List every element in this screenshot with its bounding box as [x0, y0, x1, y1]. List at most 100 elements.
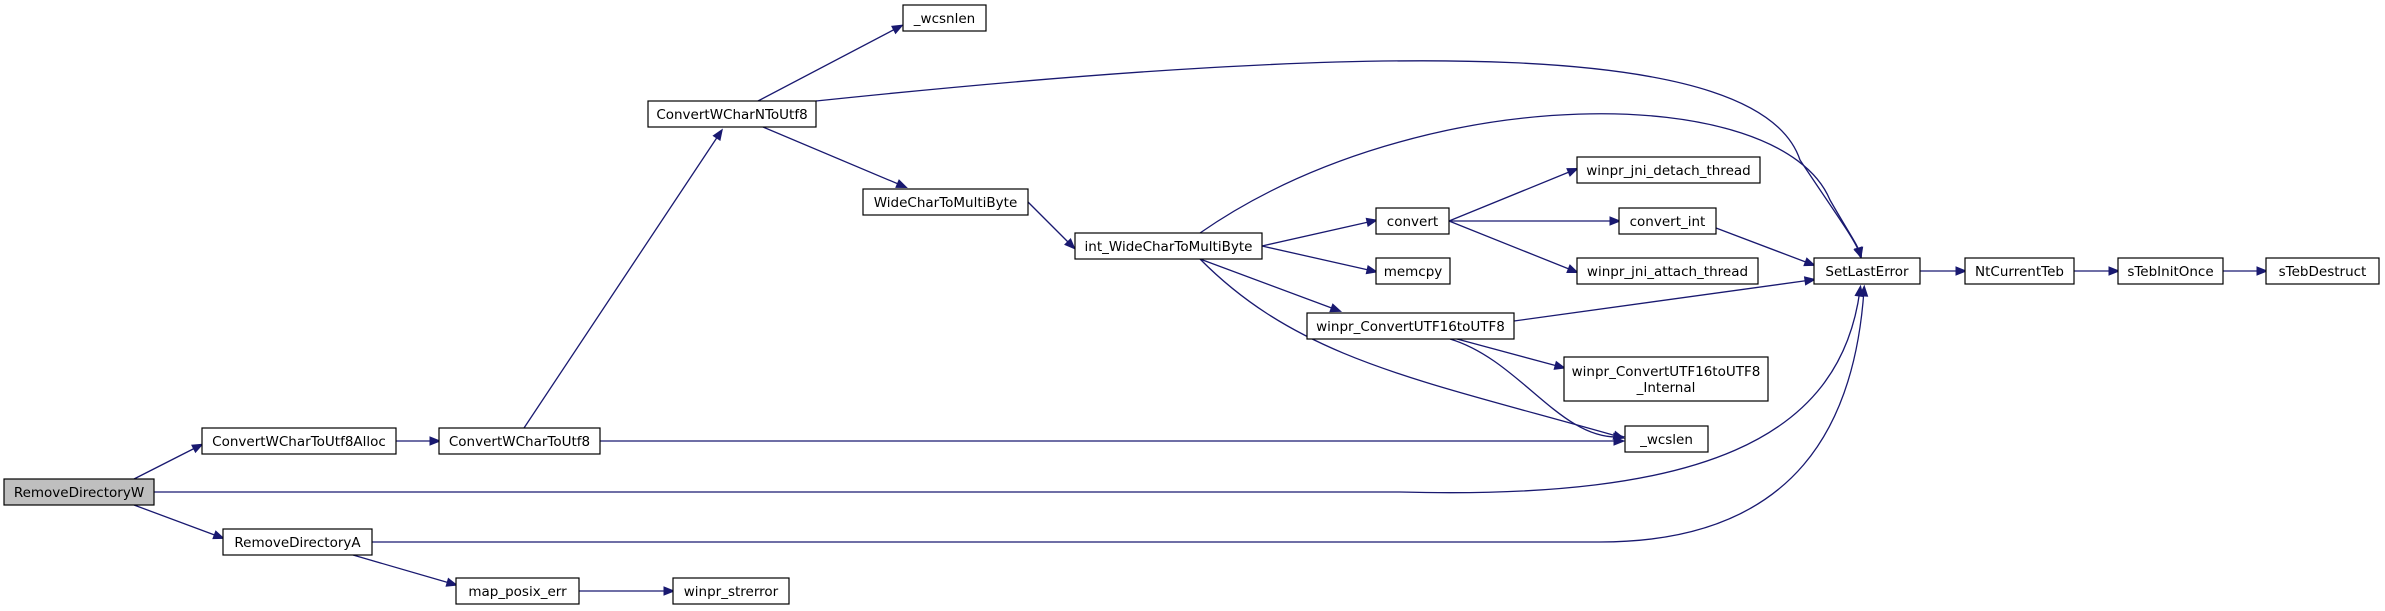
edge-int_WideCharToMultiByte-to-_wcslen: [1199, 258, 1626, 440]
node-box: [1375, 207, 1450, 235]
node-box: [3, 478, 155, 506]
edge-line: [1027, 201, 1073, 247]
arrowhead: [1553, 360, 1567, 370]
node-box: [1624, 425, 1709, 453]
node-label: ConvertWCharToUtf8: [449, 434, 590, 450]
edge-ConvertWCharNToUtf8-to-WideCharToMultiByte: [762, 126, 908, 189]
node-convert_int[interactable]: convert_int: [1618, 207, 1717, 235]
node-winpr_strerror[interactable]: winpr_strerror: [672, 577, 790, 605]
node-sTebDestruct[interactable]: sTebDestruct: [2265, 257, 2380, 285]
edge-int_WideCharToMultiByte-to-memcpy: [1261, 245, 1379, 275]
arrowhead: [1613, 432, 1626, 443]
edge-map_posix_err-to-winpr_strerror: [579, 586, 676, 596]
node-label: winpr_strerror: [684, 584, 779, 600]
edge-line: [815, 60, 1861, 255]
arrowhead: [1365, 217, 1379, 228]
edge-SetLastError-to-NtCurrentTeb: [1920, 266, 1968, 276]
edge-convert_int-to-SetLastError: [1715, 227, 1816, 267]
edge-sTebInitOnce-to-sTebDestruct: [2223, 266, 2269, 276]
node-box: [1563, 356, 1769, 402]
node-label: _wcslen: [1639, 432, 1693, 448]
edge-int_WideCharToMultiByte-to-convert: [1261, 217, 1379, 247]
edge-ConvertWCharToUtf8-to-ConvertWCharNToUtf8: [523, 128, 723, 429]
edge-line: [757, 26, 900, 102]
node-ConvertWCharToUtf8Alloc[interactable]: ConvertWCharToUtf8Alloc: [201, 427, 397, 455]
edge-line: [762, 126, 904, 187]
edge-convert-to-winpr_jni_detach_thread: [1448, 167, 1579, 222]
arrowhead: [1064, 238, 1076, 250]
arrowhead: [895, 179, 908, 189]
arrowhead: [891, 24, 904, 35]
edge-line: [352, 554, 454, 585]
edge-line: [1199, 113, 1861, 255]
edge-ConvertWCharNToUtf8-to-_wcsnlen: [757, 24, 904, 102]
node-label: sTebInitOnce: [2127, 264, 2213, 280]
edge-line: [1199, 258, 1621, 438]
node-ConvertWCharToUtf8[interactable]: ConvertWCharToUtf8: [438, 427, 601, 455]
edge-convert-to-winpr_jni_attach_thread: [1448, 220, 1579, 273]
node-label: map_posix_err: [468, 584, 567, 600]
edge-line: [1456, 338, 1562, 368]
node-box: [862, 188, 1029, 216]
node-RemoveDirectoryW[interactable]: RemoveDirectoryW: [3, 478, 155, 506]
node-SetLastError[interactable]: SetLastError: [1813, 257, 1921, 285]
node-_wcslen[interactable]: _wcslen: [1624, 425, 1709, 453]
node-box: [1375, 257, 1451, 285]
edge-RemoveDirectoryA-to-SetLastError: [372, 284, 1869, 543]
arrowhead: [2108, 266, 2121, 276]
node-label: winpr_ConvertUTF16toUTF8: [1572, 364, 1761, 380]
node-label: convert_int: [1630, 214, 1706, 230]
node-NtCurrentTeb[interactable]: NtCurrentTeb: [1964, 257, 2075, 285]
arrowhead: [1566, 264, 1579, 273]
node-map_posix_err[interactable]: map_posix_err: [455, 577, 580, 605]
node-box: [455, 577, 580, 605]
arrowhead: [1803, 257, 1816, 267]
edge-line: [133, 445, 200, 480]
node-label: RemoveDirectoryW: [14, 485, 144, 501]
node-int_WideCharToMultiByte[interactable]: int_WideCharToMultiByte: [1074, 232, 1263, 260]
edge-line: [133, 504, 221, 538]
node-WideCharToMultiByte[interactable]: WideCharToMultiByte: [862, 188, 1029, 216]
node-label: convert: [1387, 214, 1438, 230]
edge-winpr_ConvertUTF16toUTF8-to-winpr_ConvertUTF16toUTF8_Internal: [1456, 338, 1567, 370]
node-ConvertWCharNToUtf8[interactable]: ConvertWCharNToUtf8: [647, 100, 817, 128]
node-_wcsnlen[interactable]: _wcsnlen: [902, 4, 987, 32]
edge-line: [154, 289, 1861, 494]
arrowhead: [712, 128, 723, 142]
node-convert[interactable]: convert: [1375, 207, 1450, 235]
edge-RemoveDirectoryA-to-map_posix_err: [352, 554, 459, 587]
edge-winpr_ConvertUTF16toUTF8-to-SetLastError: [1513, 276, 1817, 322]
node-winpr_ConvertUTF16toUTF8[interactable]: winpr_ConvertUTF16toUTF8: [1306, 312, 1515, 340]
node-label: _wcsnlen: [913, 11, 975, 27]
node-label: ConvertWCharToUtf8Alloc: [212, 434, 386, 450]
edge-convert-to-convert_int: [1449, 216, 1622, 226]
node-label: ConvertWCharNToUtf8: [656, 107, 807, 123]
node-winpr_ConvertUTF16toUTF8_Internal[interactable]: winpr_ConvertUTF16toUTF8_Internal: [1563, 356, 1769, 402]
edge-line: [1715, 227, 1812, 265]
node-memcpy[interactable]: memcpy: [1375, 257, 1451, 285]
edge-RemoveDirectoryW-to-ConvertWCharToUtf8Alloc: [133, 443, 204, 480]
edge-winpr_ConvertUTF16toUTF8-to-_wcslen: [1449, 338, 1626, 443]
node-box: [672, 577, 790, 605]
edge-WideCharToMultiByte-to-int_WideCharToMultiByte: [1027, 201, 1076, 250]
node-box: [201, 427, 397, 455]
edge-line: [523, 132, 721, 429]
arrowhead: [1609, 216, 1622, 226]
node-box: [1306, 312, 1515, 340]
arrowhead: [445, 577, 459, 587]
node-box: [1576, 257, 1759, 285]
edge-line: [1449, 338, 1621, 438]
edge-line: [1513, 279, 1812, 322]
node-sTebInitOnce[interactable]: sTebInitOnce: [2117, 257, 2224, 285]
node-box: [1964, 257, 2075, 285]
node-box: [1074, 232, 1263, 260]
node-box: [2265, 257, 2380, 285]
node-RemoveDirectoryA[interactable]: RemoveDirectoryA: [222, 528, 373, 556]
node-winpr_jni_detach_thread[interactable]: winpr_jni_detach_thread: [1576, 156, 1761, 184]
edge-layer: [133, 24, 2269, 596]
node-winpr_jni_attach_thread[interactable]: winpr_jni_attach_thread: [1576, 257, 1759, 285]
edge-NtCurrentTeb-to-sTebInitOnce: [2074, 266, 2121, 276]
arrowhead: [1853, 246, 1864, 260]
edge-line: [1261, 245, 1374, 272]
